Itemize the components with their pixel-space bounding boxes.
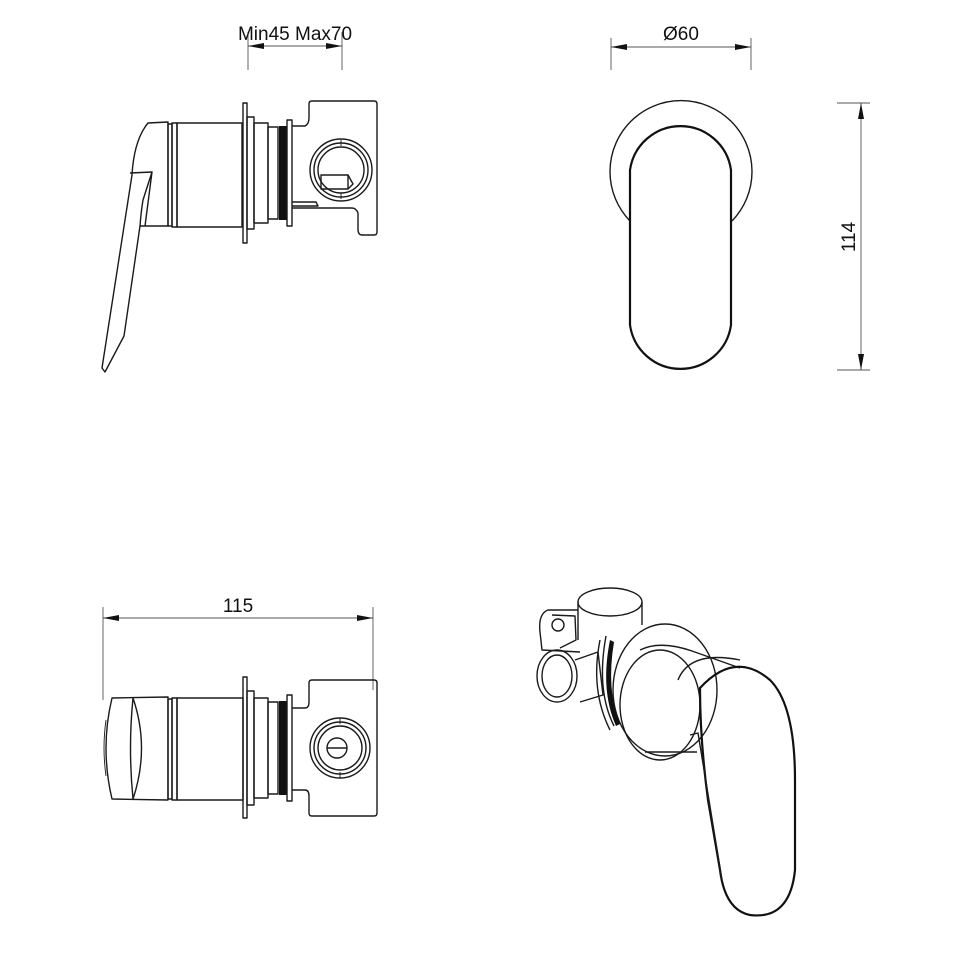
dimension-height: 114 (837, 102, 870, 371)
dimension-label-height: 114 (839, 221, 860, 252)
dimension-wall-depth: Min45 Max70 (238, 24, 352, 70)
dimension-label-plate-diameter: Ø60 (663, 24, 699, 45)
handle-end (105, 696, 169, 801)
lever-handle (101, 121, 169, 373)
dimension-label-wall-depth: Min45 Max70 (238, 24, 352, 45)
outlet-port (309, 138, 373, 202)
isometric-view (536, 587, 797, 917)
valve-block-top (292, 679, 378, 817)
dimension-plate-diameter: Ø60 (610, 24, 752, 70)
front-handle (628, 125, 733, 370)
dimension-overall-length: 115 (102, 596, 374, 700)
iso-cover-plate (612, 623, 718, 757)
side-view-lever (101, 100, 378, 373)
top-view (103, 676, 378, 819)
body-cylinder (176, 122, 243, 228)
cover-plate (609, 99, 753, 222)
iso-lever-handle (698, 665, 797, 917)
front-view (609, 99, 753, 370)
valve-block (292, 100, 378, 236)
dimension-label-overall-length: 115 (223, 596, 253, 617)
